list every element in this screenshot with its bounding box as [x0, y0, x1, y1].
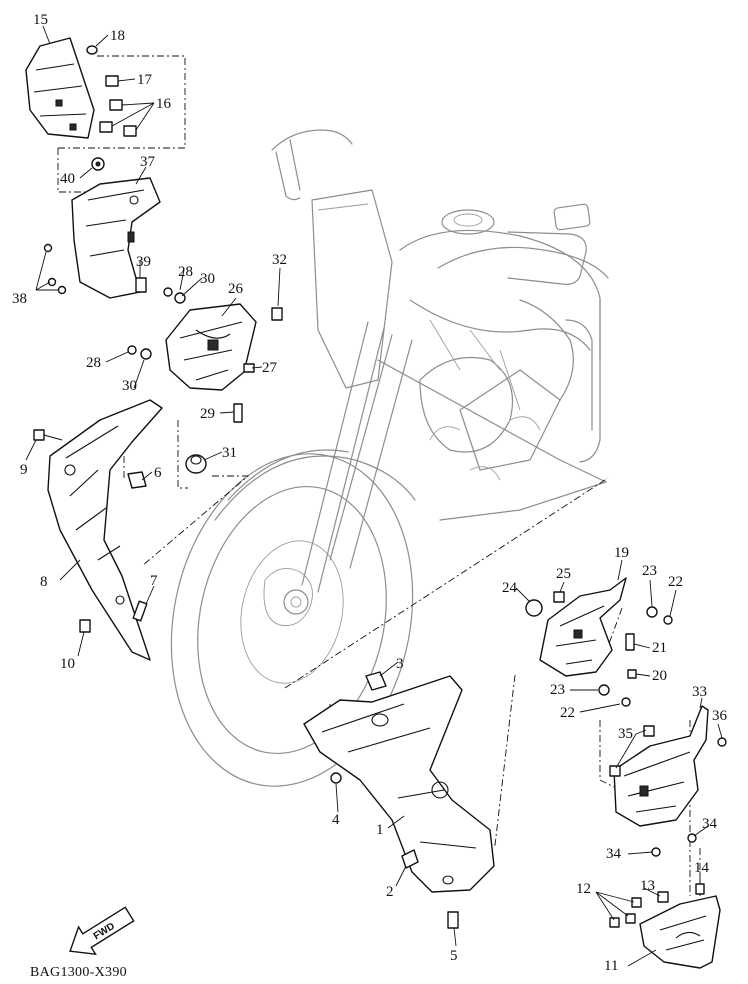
- part-24-grommet: [525, 599, 543, 617]
- part-4-bolt: [330, 772, 342, 784]
- callout-labels: 15 18 17 16 37 40 39 38 28 30 26 32 28 3…: [12, 12, 728, 974]
- part-38-screws: [43, 243, 67, 295]
- part-16-nut-clips: [99, 99, 137, 137]
- callout-13: 13: [640, 878, 655, 894]
- callout-25: 25: [556, 566, 571, 582]
- callout-19: 19: [614, 545, 629, 561]
- part-34-screws: [651, 833, 697, 857]
- callout-17: 17: [137, 72, 153, 88]
- callout-7: 7: [150, 573, 158, 589]
- callout-23-upper: 23: [642, 563, 657, 579]
- part-35-nut-clips: [609, 725, 655, 777]
- part-7-clip: [132, 600, 148, 622]
- part-21-clip: [625, 633, 635, 651]
- callout-1: 1: [376, 822, 384, 838]
- callout-26: 26: [228, 281, 244, 297]
- callout-3: 3: [396, 656, 404, 672]
- part-33-right-cover: [613, 705, 709, 827]
- callout-23-lower: 23: [550, 682, 565, 698]
- part-29-clip: [233, 403, 243, 423]
- part-9-bolt: [33, 429, 63, 441]
- part-17-nut-clip: [105, 75, 119, 87]
- part-26-headlight-bracket: [165, 303, 257, 391]
- callout-22-upper: 22: [668, 574, 683, 590]
- callout-18: 18: [110, 28, 125, 44]
- part-23-grommets: [598, 606, 658, 696]
- callout-38: 38: [12, 291, 27, 307]
- part-37-inner-panel: [71, 177, 161, 299]
- part-15-upper-side-cover: [25, 37, 95, 139]
- part-3-clip: [365, 671, 387, 691]
- part-31-grommet: [185, 454, 207, 474]
- callout-34-right: 34: [702, 816, 718, 832]
- callout-4: 4: [332, 812, 340, 828]
- callout-12: 12: [576, 881, 591, 897]
- callout-24: 24: [502, 580, 518, 596]
- leader-lines: [25, 25, 723, 967]
- callout-34-left: 34: [606, 846, 622, 862]
- part-36-bolt: [717, 737, 727, 747]
- callout-2: 2: [386, 884, 394, 900]
- callout-21: 21: [652, 640, 667, 656]
- callout-14: 14: [694, 860, 710, 876]
- callout-15: 15: [33, 12, 48, 28]
- part-14-clip: [695, 883, 705, 895]
- callout-35: 35: [618, 726, 633, 742]
- part-8-side-cover: [47, 399, 163, 661]
- part-10-bolt: [79, 619, 91, 633]
- part-11-lower-cover: [639, 895, 721, 969]
- part-5-bolt: [447, 911, 459, 929]
- callout-27: 27: [262, 360, 278, 376]
- callout-16: 16: [156, 96, 172, 112]
- part-22-screws: [621, 615, 673, 707]
- callout-10: 10: [60, 656, 75, 672]
- part-2-clip: [401, 849, 419, 869]
- callout-28-lower: 28: [86, 355, 101, 371]
- callout-11: 11: [604, 958, 618, 974]
- callout-31: 31: [222, 445, 237, 461]
- diagram-code: BAG1300-X390: [30, 965, 127, 980]
- part-6-nut: [127, 471, 147, 489]
- part-28-screws: [127, 287, 173, 355]
- part-40-nut: [91, 157, 105, 171]
- part-32-nut: [271, 307, 283, 321]
- callout-5: 5: [450, 948, 458, 964]
- callout-33: 33: [692, 684, 707, 700]
- callout-36: 36: [712, 708, 728, 724]
- motorcycle-ghost-outline: [170, 129, 609, 787]
- part-25-nut: [553, 591, 565, 603]
- part-1-lower-cowl: [303, 675, 495, 893]
- callout-28-upper: 28: [178, 264, 193, 280]
- part-12-nut-clips: [609, 897, 642, 928]
- callout-9: 9: [20, 462, 28, 478]
- part-27-clip: [243, 363, 255, 373]
- callout-39: 39: [136, 254, 151, 270]
- callout-32: 32: [272, 252, 287, 268]
- part-13-clip: [657, 891, 669, 903]
- part-19-bracket: [539, 577, 627, 677]
- callout-22-lower: 22: [560, 705, 575, 721]
- callout-20: 20: [652, 668, 667, 684]
- part-39-bracket: [135, 277, 147, 293]
- callout-30-lower: 30: [122, 378, 137, 394]
- part-30-grommets: [140, 292, 186, 360]
- callout-29: 29: [200, 406, 215, 422]
- callout-40: 40: [60, 171, 75, 187]
- callout-37: 37: [140, 154, 156, 170]
- part-18-washer: [86, 45, 98, 55]
- callout-30-upper: 30: [200, 271, 215, 287]
- part-20-clip: [627, 669, 637, 679]
- fwd-arrow-icon: FWD: [69, 906, 135, 956]
- callout-8: 8: [40, 574, 48, 590]
- callout-6: 6: [154, 465, 162, 481]
